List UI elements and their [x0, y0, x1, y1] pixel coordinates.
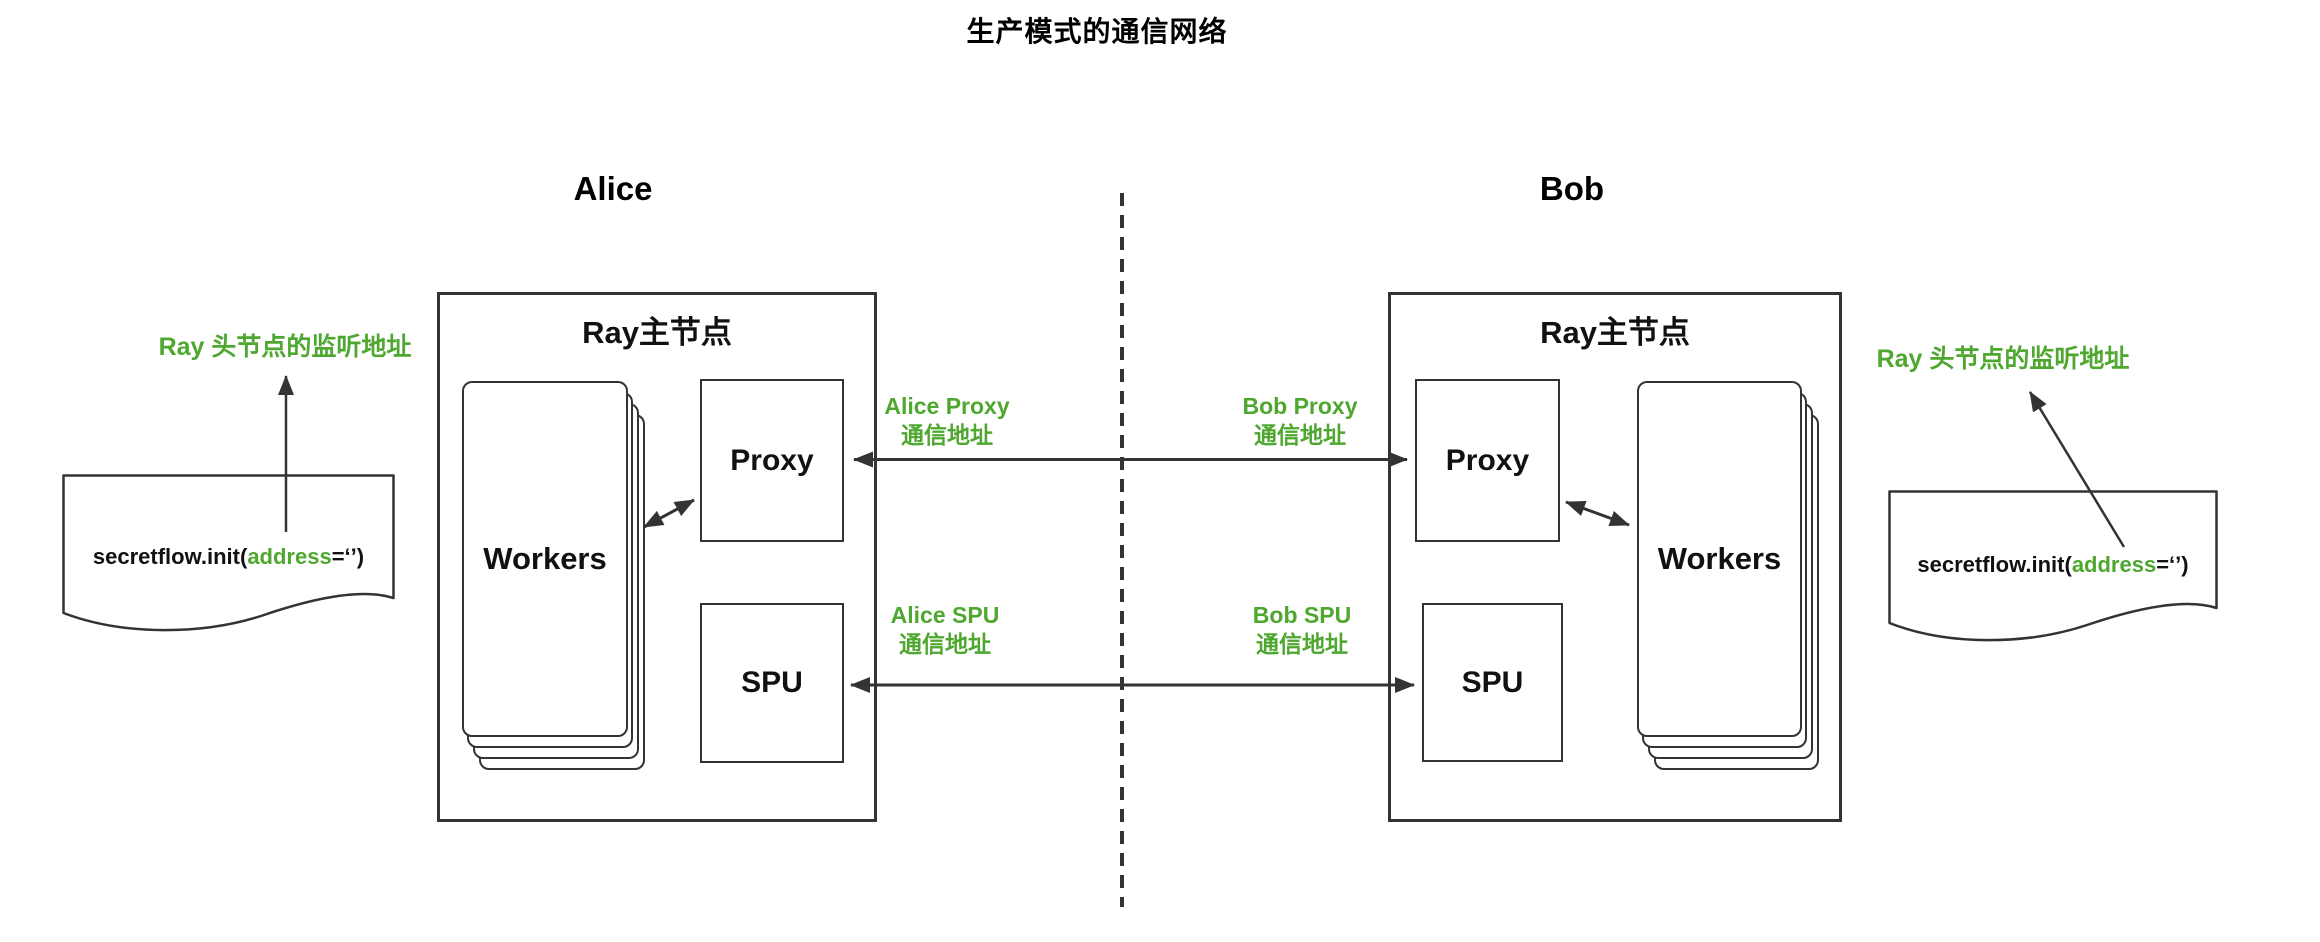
bob-workers-stack: Workers	[1637, 381, 1819, 770]
bob-listen-address-label: Ray 头节点的监听地址	[1876, 345, 2130, 373]
bob-init-code-doc: secretflow.init(address=‘’)	[1888, 490, 2218, 642]
alice-proxy-address-label: Alice Proxy 通信地址	[884, 393, 1010, 448]
bob-proxy-box: Proxy	[1415, 379, 1560, 542]
alice-spu-label: SPU	[741, 666, 803, 699]
alice-spu-box: SPU	[700, 603, 844, 763]
bob-init-code: secretflow.init(address=‘’)	[1917, 552, 2189, 577]
alice-proxy-label: Proxy	[730, 443, 814, 477]
diagram-title: 生产模式的通信网络	[966, 16, 1228, 47]
torn-paper-shape	[62, 474, 395, 632]
address-arg: address	[2071, 552, 2157, 577]
alice-workers-stack: Workers	[462, 381, 645, 770]
alice-proxy-box: Proxy	[700, 379, 844, 542]
alice-spu-address-label: Alice SPU 通信地址	[890, 602, 1000, 657]
bob-spu-address-label: Bob SPU 通信地址	[1252, 602, 1352, 657]
bob-proxy-label: Proxy	[1445, 443, 1530, 477]
party-name-alice: Alice	[573, 170, 653, 207]
bob-workers-box: Workers	[1637, 381, 1802, 737]
party-divider-dashed-line	[1120, 193, 1124, 907]
alice-init-code: secretflow.init(address=‘’)	[92, 544, 365, 569]
bob-spu-box: SPU	[1422, 603, 1563, 762]
bob-proxy-address-label: Bob Proxy 通信地址	[1242, 393, 1358, 448]
torn-paper-shape	[1888, 490, 2218, 642]
bob-workers-label: Workers	[1657, 541, 1782, 576]
alice-listen-address-label: Ray 头节点的监听地址	[158, 333, 412, 361]
alice-init-code-doc: secretflow.init(address=‘’)	[62, 474, 395, 634]
alice-ray-node-label: Ray主节点	[582, 315, 732, 350]
party-name-bob: Bob	[1539, 170, 1605, 207]
bob-ray-node-label: Ray主节点	[1540, 315, 1690, 350]
alice-workers-label: Workers	[483, 541, 607, 576]
bob-spu-label: SPU	[1461, 665, 1524, 699]
alice-workers-box: Workers	[462, 381, 628, 737]
address-arg: address	[247, 544, 332, 569]
